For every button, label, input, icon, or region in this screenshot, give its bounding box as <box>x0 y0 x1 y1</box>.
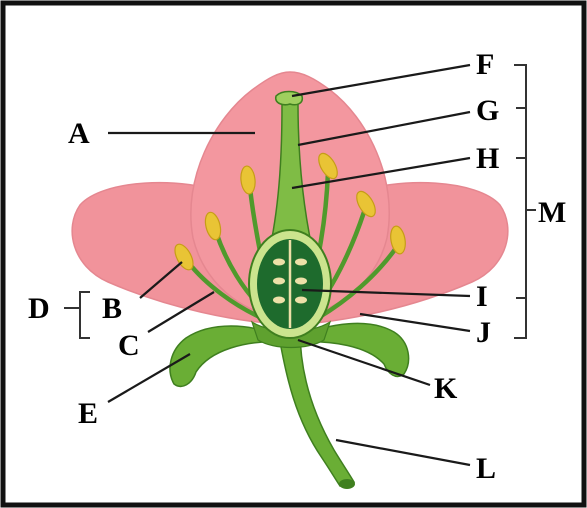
label-j: J <box>476 316 491 349</box>
label-f: F <box>476 48 494 81</box>
label-e: E <box>78 397 98 430</box>
label-g: G <box>476 94 499 127</box>
label-b: B <box>102 292 122 325</box>
label-c: C <box>118 329 140 362</box>
ovule <box>295 297 307 304</box>
ovule <box>273 297 285 304</box>
label-k: K <box>434 372 458 405</box>
label-a: A <box>68 117 90 150</box>
ovule <box>273 259 285 266</box>
label-m: M <box>538 196 566 229</box>
label-h: H <box>476 142 499 175</box>
stigma <box>276 92 303 105</box>
label-i: I <box>476 280 488 313</box>
stem-tip <box>339 479 355 489</box>
ovule <box>295 259 307 266</box>
ovule <box>273 278 285 285</box>
label-l: L <box>476 452 496 485</box>
ovule <box>295 278 307 285</box>
label-d: D <box>28 292 50 325</box>
